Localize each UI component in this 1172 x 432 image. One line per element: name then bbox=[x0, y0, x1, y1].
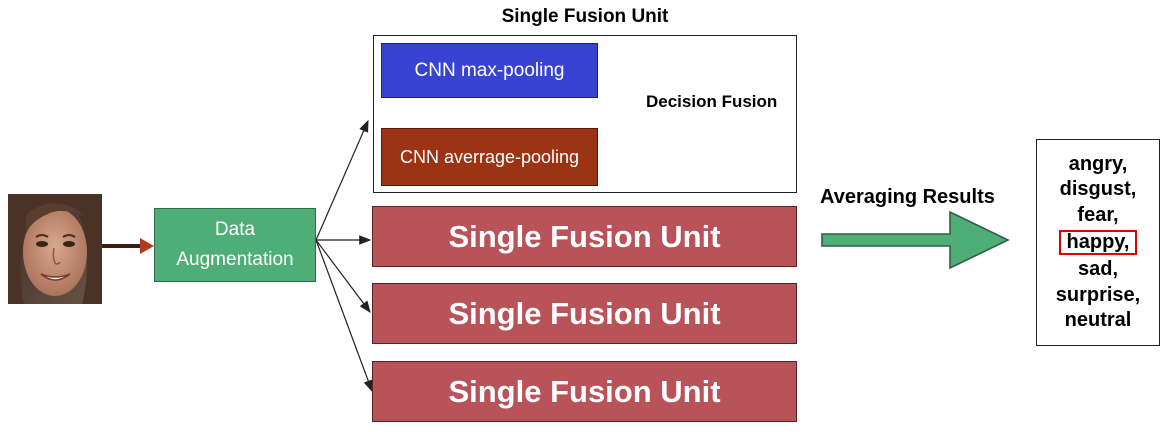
input-face-image bbox=[8, 194, 102, 304]
cnn-avg-label: CNN averrage-pooling bbox=[399, 146, 580, 167]
fusion-unit-detail-title: Single Fusion Unit bbox=[501, 6, 669, 27]
emotion-sad: sad, bbox=[1077, 258, 1119, 280]
fusion-unit-label: Single Fusion Unit bbox=[448, 373, 721, 409]
cnn-avg-pooling-box: CNN averrage-pooling bbox=[381, 128, 598, 186]
face-photo-icon bbox=[8, 194, 102, 304]
emotion-fear: fear, bbox=[1077, 203, 1119, 226]
fusion-unit-1: Single Fusion Unit bbox=[372, 206, 797, 267]
averaging-arrow bbox=[821, 210, 1010, 270]
fusion-unit-label: Single Fusion Unit bbox=[448, 295, 721, 331]
augmentation-line1: Data bbox=[214, 219, 256, 240]
emotion-disgust: disgust, bbox=[1059, 178, 1137, 200]
arrow-to-unit-0 bbox=[315, 119, 369, 241]
decision-fusion-label: Decision Fusion bbox=[646, 92, 778, 111]
fusion-unit-label: Single Fusion Unit bbox=[448, 218, 721, 254]
input-arrow-head bbox=[140, 238, 154, 254]
fusion-unit-3: Single Fusion Unit bbox=[372, 361, 797, 422]
augmentation-line2: Augmentation bbox=[176, 249, 294, 270]
arrow-to-unit-2 bbox=[315, 239, 371, 313]
cnn-max-pooling-box: CNN max-pooling bbox=[381, 43, 598, 98]
emotion-happy-highlighted: happy, bbox=[1058, 230, 1138, 255]
emotion-neutral: neutral bbox=[1064, 309, 1132, 331]
cnn-max-label: CNN max-pooling bbox=[414, 59, 565, 81]
emotion-surprise: surprise, bbox=[1055, 283, 1141, 306]
data-augmentation-box: Data Augmentation bbox=[154, 208, 316, 282]
emotion-classes-box: angry, disgust, fear, happy, sad, surpri… bbox=[1036, 139, 1160, 346]
fusion-unit-2: Single Fusion Unit bbox=[372, 283, 797, 344]
averaging-results-label: Averaging Results bbox=[820, 186, 995, 208]
arrow-to-unit-3 bbox=[315, 239, 373, 393]
emotion-angry: angry, bbox=[1068, 152, 1128, 175]
